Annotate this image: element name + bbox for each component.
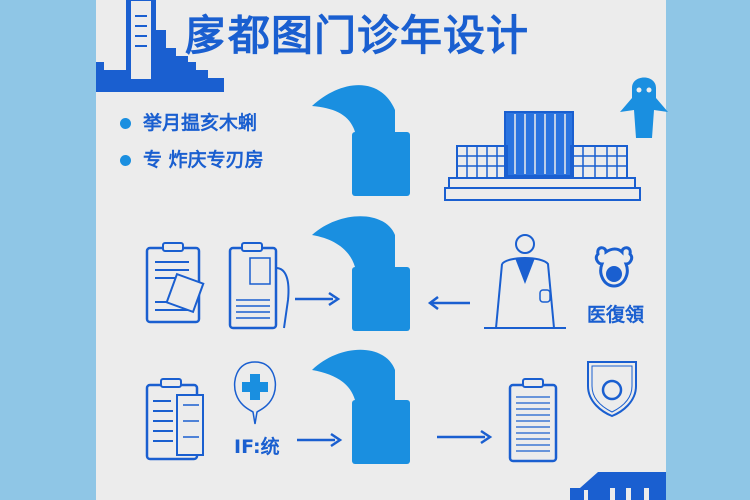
arrow-right-icon — [437, 429, 493, 445]
arrow-right-icon — [297, 432, 343, 448]
person-icon — [620, 77, 668, 138]
bullet-text: 挙月揾亥木蜊 — [143, 112, 258, 134]
shield-emblem-icon — [587, 361, 637, 418]
bullet-dot-icon — [120, 155, 131, 166]
hospital-building-icon — [444, 111, 641, 201]
document-reader-icon — [228, 242, 290, 330]
bear-badge-icon — [594, 246, 634, 288]
doctor-icon — [484, 234, 566, 329]
hook-shape-icon — [312, 349, 410, 464]
bullet-dot-icon — [120, 118, 131, 129]
bullet-item: 专 炸庆专刃房 — [120, 145, 264, 172]
if-caption: IF:统 — [234, 436, 280, 458]
clipboard-icon — [145, 378, 204, 461]
arrow-right-icon — [295, 291, 341, 307]
bullet-text: 专 炸庆专刃房 — [143, 149, 264, 171]
bullet-item: 挙月揾亥木蜊 — [120, 108, 257, 135]
page-title: 扅都图门诊年设计 — [185, 11, 530, 60]
hook-shape-icon — [312, 216, 410, 331]
medical-cross-icon — [233, 361, 277, 425]
clipboard-icon — [145, 242, 205, 324]
doctor-caption: 医復領 — [587, 304, 645, 326]
hook-shape-icon — [312, 85, 410, 196]
clipboard-icon — [508, 378, 558, 463]
skyline-icon — [96, 0, 224, 92]
arrow-left-icon — [427, 296, 470, 310]
building-fragment-icon — [570, 472, 666, 500]
